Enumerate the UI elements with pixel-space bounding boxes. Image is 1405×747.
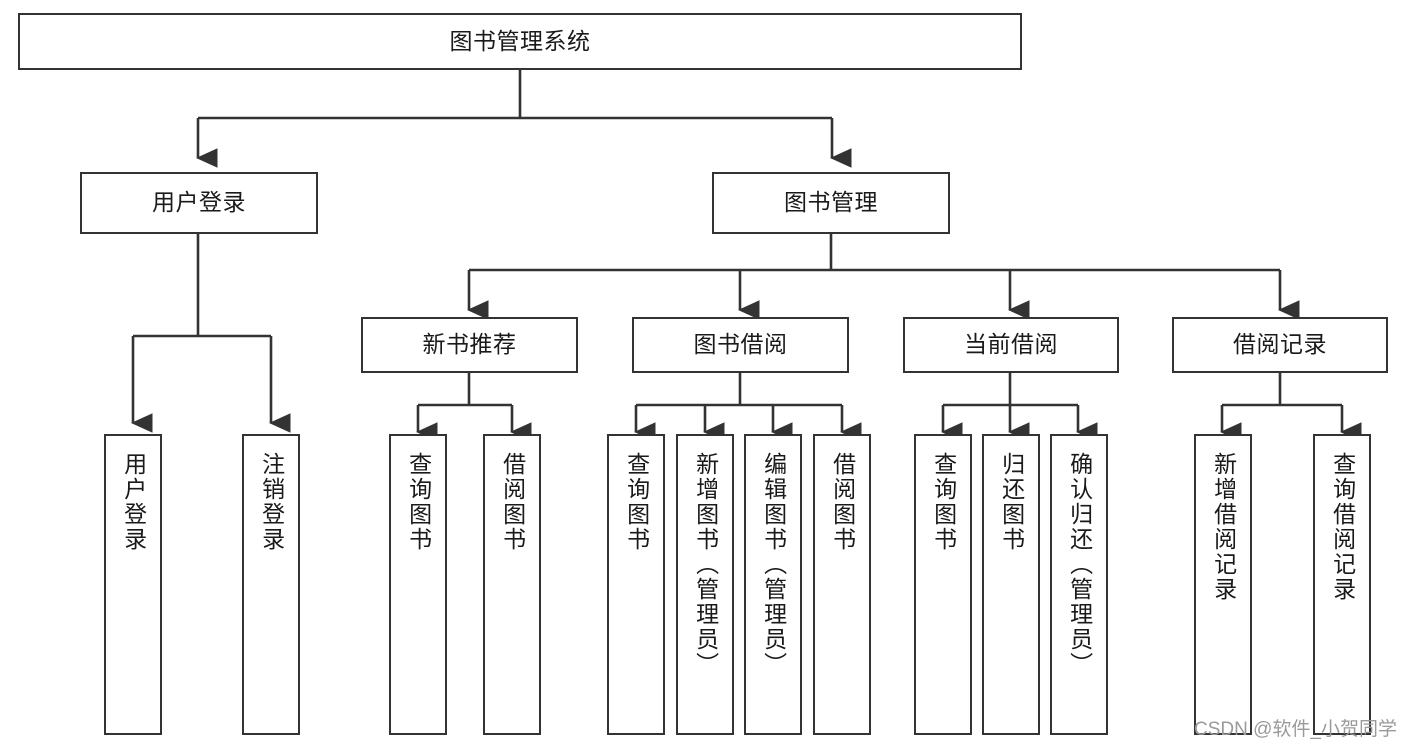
node-label: 编辑图书（管理员） — [760, 452, 787, 677]
node-label: 当前借阅 — [964, 331, 1058, 358]
node-label: 图书管理 — [784, 189, 878, 216]
node-label: 用户登录 — [120, 452, 147, 552]
node-label: 图书借阅 — [693, 331, 788, 358]
node-label: 借阅记录 — [1233, 331, 1327, 358]
node-label: 查询图书 — [623, 452, 650, 552]
node-current-borrow[interactable]: 当前借阅 — [903, 317, 1119, 373]
node-borrow-record[interactable]: 借阅记录 — [1172, 317, 1388, 373]
leaf-borrow-book[interactable]: 借阅图书 — [813, 434, 871, 735]
node-label: 查询图书 — [930, 452, 957, 552]
node-label: 借阅图书 — [829, 452, 856, 552]
leaf-query-book-current[interactable]: 查询图书 — [914, 434, 972, 735]
node-label: 用户登录 — [152, 189, 246, 216]
node-label: 新书推荐 — [422, 331, 517, 358]
node-label: 查询图书 — [405, 452, 432, 552]
leaf-edit-book[interactable]: 编辑图书（管理员） — [744, 434, 802, 735]
node-label: 归还图书 — [998, 452, 1025, 552]
leaf-user-login[interactable]: 用户登录 — [104, 434, 162, 735]
leaf-query-book-borrow[interactable]: 查询图书 — [607, 434, 665, 735]
leaf-borrow-book-recommend[interactable]: 借阅图书 — [483, 434, 541, 735]
leaf-query-book-recommend[interactable]: 查询图书 — [389, 434, 447, 735]
csdn-watermark: CSDN @软件_小贺同学 — [1194, 719, 1397, 740]
leaf-query-borrow-record[interactable]: 查询借阅记录 — [1313, 434, 1371, 735]
node-book-management[interactable]: 图书管理 — [712, 172, 950, 234]
node-user-login[interactable]: 用户登录 — [80, 172, 318, 234]
leaf-logout-login[interactable]: 注销登录 — [242, 434, 300, 735]
node-label: 新增图书（管理员） — [692, 452, 719, 677]
node-label: 借阅图书 — [499, 452, 526, 552]
leaf-return-book[interactable]: 归还图书 — [982, 434, 1040, 735]
leaf-add-book[interactable]: 新增图书（管理员） — [676, 434, 734, 735]
leaf-add-borrow-record[interactable]: 新增借阅记录 — [1194, 434, 1252, 735]
node-root-system[interactable]: 图书管理系统 — [18, 13, 1022, 70]
node-label: 查询借阅记录 — [1329, 452, 1356, 602]
node-label: 注销登录 — [258, 452, 285, 552]
node-label: 确认归还（管理员） — [1066, 452, 1093, 677]
node-label: 图书管理系统 — [449, 27, 591, 54]
node-new-book-recommend[interactable]: 新书推荐 — [361, 317, 578, 373]
leaf-confirm-return[interactable]: 确认归还（管理员） — [1050, 434, 1108, 735]
node-label: 新增借阅记录 — [1210, 452, 1237, 602]
node-book-borrow[interactable]: 图书借阅 — [632, 317, 849, 373]
